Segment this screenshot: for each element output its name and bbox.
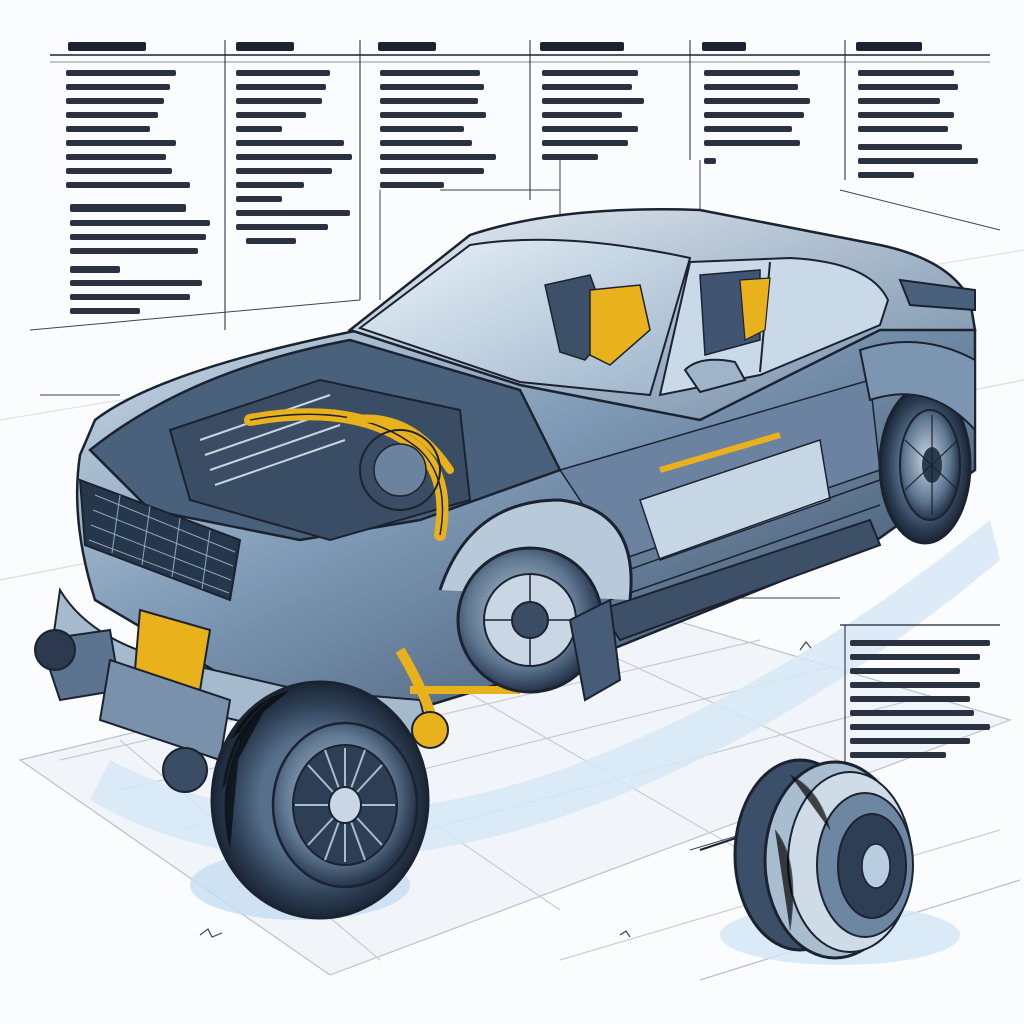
suspension-icon [34, 608, 520, 793]
annotation-callout-right [840, 624, 1000, 770]
header-label-blocks [68, 42, 922, 51]
front-tire-icon [210, 680, 430, 920]
grille-icon [78, 478, 242, 602]
wheel-hub-icon [699, 758, 914, 960]
annotation-text-column-5 [704, 70, 810, 164]
annotation-text-column-2 [236, 70, 352, 244]
sketch-marks [199, 641, 812, 938]
mirror-icon [683, 358, 747, 394]
seat-icon [544, 269, 771, 366]
annotation-header-row [50, 40, 990, 330]
annotation-text-column-1 [66, 70, 210, 314]
engine-icon [168, 378, 472, 542]
rear-wheel-icon [878, 385, 972, 545]
annotation-text-column-4 [542, 70, 644, 160]
annotation-text-column-6 [858, 70, 978, 178]
annotation-text-column-3 [380, 70, 496, 188]
front-wheel-arch [438, 498, 633, 702]
car-cutaway-illustration [34, 208, 977, 920]
